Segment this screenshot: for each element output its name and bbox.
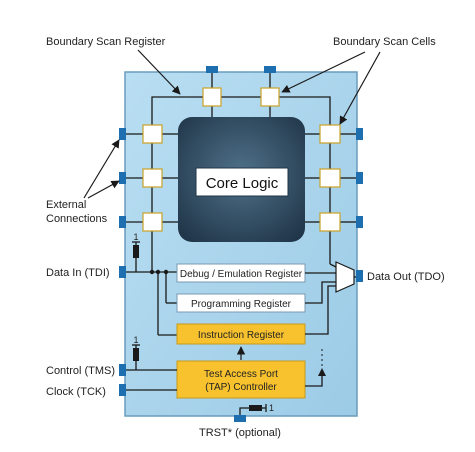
tap-controller-label-line2: (TAP) Controller <box>205 382 277 393</box>
pin-right-1 <box>356 128 363 140</box>
external-connections-label-line1: External <box>46 199 86 211</box>
tdi-wiring <box>126 258 178 336</box>
tap-controller <box>176 360 306 399</box>
ext-conn-arrow-2 <box>87 180 120 199</box>
programming-register-label: Programming Register <box>191 299 292 310</box>
boundary-scan-chain-wires <box>126 73 356 270</box>
boundary-scan-cells-label: Boundary Scan Cells <box>333 36 436 48</box>
boundary-scan-cell <box>319 212 341 232</box>
core-logic-label-box <box>195 167 289 197</box>
pin-left-2 <box>119 172 126 184</box>
trst-wiring <box>239 404 267 415</box>
boundary-scan-cell <box>319 124 341 144</box>
pin-left-3 <box>119 216 126 228</box>
boundary-scan-cell <box>142 168 163 188</box>
bsc-pointer-arrow-2 <box>339 51 381 125</box>
pin-tck <box>119 384 126 396</box>
pin-tdi <box>119 266 126 278</box>
output-multiplexer <box>335 261 355 293</box>
mux-input-wiring <box>305 263 337 335</box>
control-label: Control (TMS) <box>46 365 115 377</box>
data-out-label: Data Out (TDO) <box>367 271 445 283</box>
tap-controller-label-line1: Test Access Port <box>204 369 278 380</box>
bsc-pointer-arrow-1 <box>281 51 366 93</box>
bsr-pointer-arrow <box>137 49 181 95</box>
core-logic-label: Core Logic <box>206 175 279 192</box>
pin-top-1 <box>206 66 218 73</box>
debug-emulation-register-label: Debug / Emulation Register <box>180 269 303 280</box>
pin-trst <box>234 415 246 422</box>
external-connections-label-line2: Connections <box>46 213 108 225</box>
pin-tdo <box>356 270 363 282</box>
pin-right-2 <box>356 172 363 184</box>
tdi-pullup-value: 1 <box>133 232 138 242</box>
boundary-scan-register-label: Boundary Scan Register <box>46 36 166 48</box>
pin-right-3 <box>356 216 363 228</box>
tms-tck-wiring <box>126 360 177 391</box>
boundary-scan-cell <box>142 124 163 144</box>
boundary-scan-cell <box>202 87 222 107</box>
boundary-scan-cell <box>319 168 341 188</box>
tms-pullup-resistor <box>132 344 140 361</box>
trst-pullup-value: 1 <box>269 403 274 413</box>
clock-label: Clock (TCK) <box>46 386 106 398</box>
boundary-scan-cell <box>142 212 163 232</box>
data-in-label: Data In (TDI) <box>46 267 110 279</box>
pin-top-2 <box>264 66 276 73</box>
tdi-pullup-resistor <box>132 241 140 258</box>
instruction-register-label: Instruction Register <box>198 330 285 341</box>
tap-control-output <box>305 348 326 387</box>
tms-pullup-value: 1 <box>133 335 138 345</box>
trst-label: TRST* (optional) <box>199 427 281 439</box>
ext-conn-arrow-1 <box>83 139 120 199</box>
boundary-scan-cell <box>260 87 280 107</box>
pin-left-1 <box>119 128 126 140</box>
pin-tms <box>119 364 126 376</box>
